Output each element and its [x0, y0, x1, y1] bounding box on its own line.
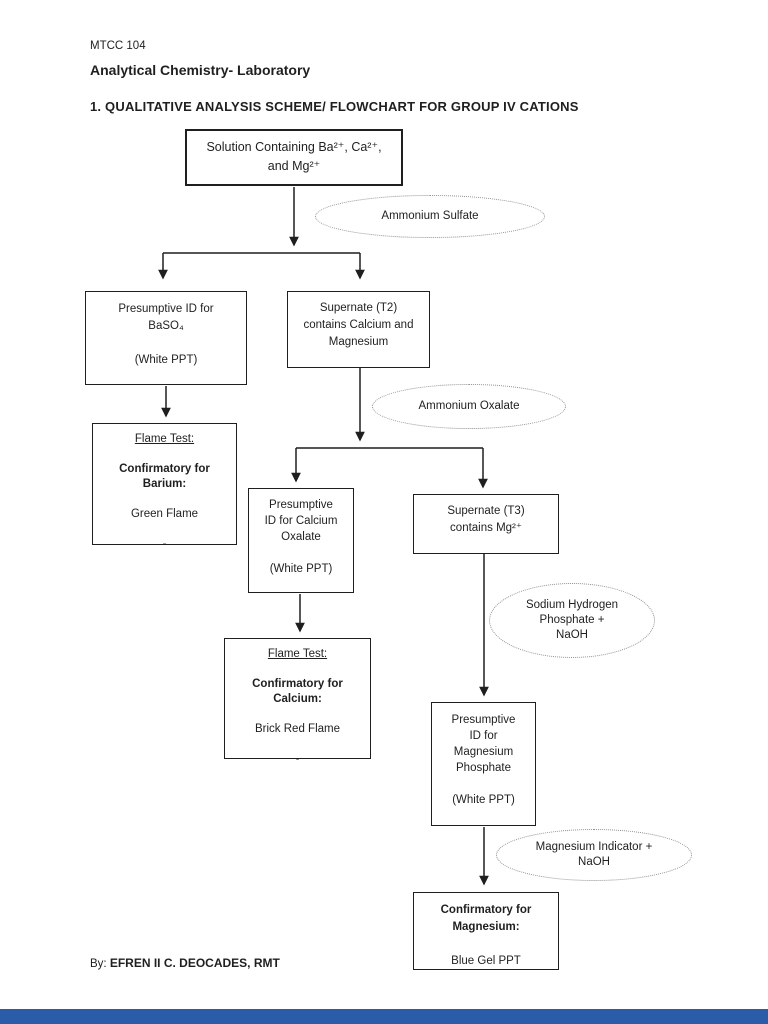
box-line: Supernate (T3) [447, 505, 525, 517]
box-line: ID for [469, 730, 498, 742]
reagent-label: Ammonium Sulfate [381, 210, 479, 222]
box-line: Presumptive [269, 499, 333, 511]
reagent-label: NaOH [556, 629, 588, 641]
byline-prefix: By: [90, 958, 107, 970]
box-line: Presumptive [451, 714, 516, 726]
box-line: BaSO₄ [148, 320, 184, 332]
flowchart-box-flame-test-barium: Flame Test: Confirmatory for Barium: Gre… [92, 423, 237, 550]
box-line: Blue Gel PPT [451, 955, 521, 967]
box-line: Flame Test: [267, 648, 328, 660]
box-line: and Mg²⁺ [267, 159, 321, 173]
box-line: Oxalate [281, 531, 321, 543]
box-line: Green Flame [130, 508, 199, 520]
section-heading: 1. QUALITATIVE ANALYSIS SCHEME/ FLOWCHAR… [90, 99, 579, 114]
box-line: Confirmatory for [440, 904, 532, 916]
box-line [414, 936, 558, 953]
box-line: contains Calcium and [303, 319, 414, 331]
box-line: - [295, 753, 300, 765]
flowchart-box-confirmatory-magnesium: Confirmatory for Magnesium: Blue Gel PPT [413, 892, 559, 970]
viewer-footer-bar [0, 1009, 768, 1024]
box-line: ID for Calcium [264, 515, 338, 527]
box-line: Presumptive ID for [118, 303, 214, 315]
box-line [225, 662, 370, 677]
flowchart-box-calcium-oxalate: Presumptive ID for Calcium Oxalate (Whit… [248, 488, 354, 593]
flowchart-box-solution: Solution Containing Ba²⁺, Ca²⁺, and Mg²⁺ [185, 129, 403, 186]
box-line [432, 776, 535, 792]
reagent-label: Magnesium Indicator + [535, 841, 653, 853]
box-line: (White PPT) [134, 354, 198, 366]
reagent-ellipse-ammonium-sulfate: Ammonium Sulfate [315, 195, 545, 238]
reagent-label: NaOH [578, 856, 610, 868]
flowchart-box-presumptive-baso4: Presumptive ID for BaSO₄ (White PPT) [85, 291, 247, 385]
box-line: Confirmatory for [252, 678, 343, 690]
box-line [93, 522, 236, 537]
flowchart-box-magnesium-phosphate: Presumptive ID for Magnesium Phosphate (… [431, 702, 536, 826]
box-line: Magnesium [453, 746, 514, 758]
reagent-ellipse-ammonium-oxalate: Ammonium Oxalate [372, 384, 566, 429]
box-line: (White PPT) [269, 563, 333, 575]
box-line [93, 447, 236, 462]
reagent-ellipse-sodium-hydrogen-phosphate: Sodium Hydrogen Phosphate + NaOH [489, 583, 655, 658]
reagent-label: Phosphate + [539, 614, 605, 626]
box-line [86, 335, 246, 352]
box-line [93, 492, 236, 507]
box-line: contains Mg²⁺ [450, 522, 522, 534]
reagent-ellipse-magnesium-indicator: Magnesium Indicator + NaOH [496, 829, 692, 881]
box-line: Confirmatory for [119, 463, 210, 475]
box-line: Calcium: [273, 693, 322, 705]
byline: By: EFREN II C. DEOCADES, RMT [90, 956, 280, 970]
box-line: Magnesium [328, 336, 389, 348]
box-line: - [162, 538, 167, 550]
box-line: Flame Test: [134, 433, 195, 445]
box-line: Brick Red Flame [255, 723, 340, 735]
box-line: Barium: [142, 478, 187, 490]
course-code: MTCC 104 [90, 40, 146, 52]
reagent-label: Sodium Hydrogen [525, 599, 619, 611]
flowchart-box-supernate-t2: Supernate (T2) contains Calcium and Magn… [287, 291, 430, 368]
flowchart-box-flame-test-calcium: Flame Test: Confirmatory for Calcium: Br… [224, 638, 371, 765]
reagent-label: Ammonium Oxalate [418, 400, 520, 412]
box-line [225, 737, 370, 752]
box-line [249, 545, 353, 561]
box-line: (White PPT) [452, 794, 515, 806]
box-line: Magnesium: [452, 921, 520, 933]
course-title: Analytical Chemistry- Laboratory [90, 62, 311, 78]
box-line [225, 707, 370, 722]
byline-author: EFREN II C. DEOCADES, RMT [109, 956, 280, 970]
box-line: Solution Containing Ba²⁺, Ca²⁺, [206, 140, 382, 154]
box-line: Supernate (T2) [319, 302, 398, 314]
box-line: Phosphate [456, 762, 511, 774]
flowchart-box-supernate-t3: Supernate (T3) contains Mg²⁺ [413, 494, 559, 554]
